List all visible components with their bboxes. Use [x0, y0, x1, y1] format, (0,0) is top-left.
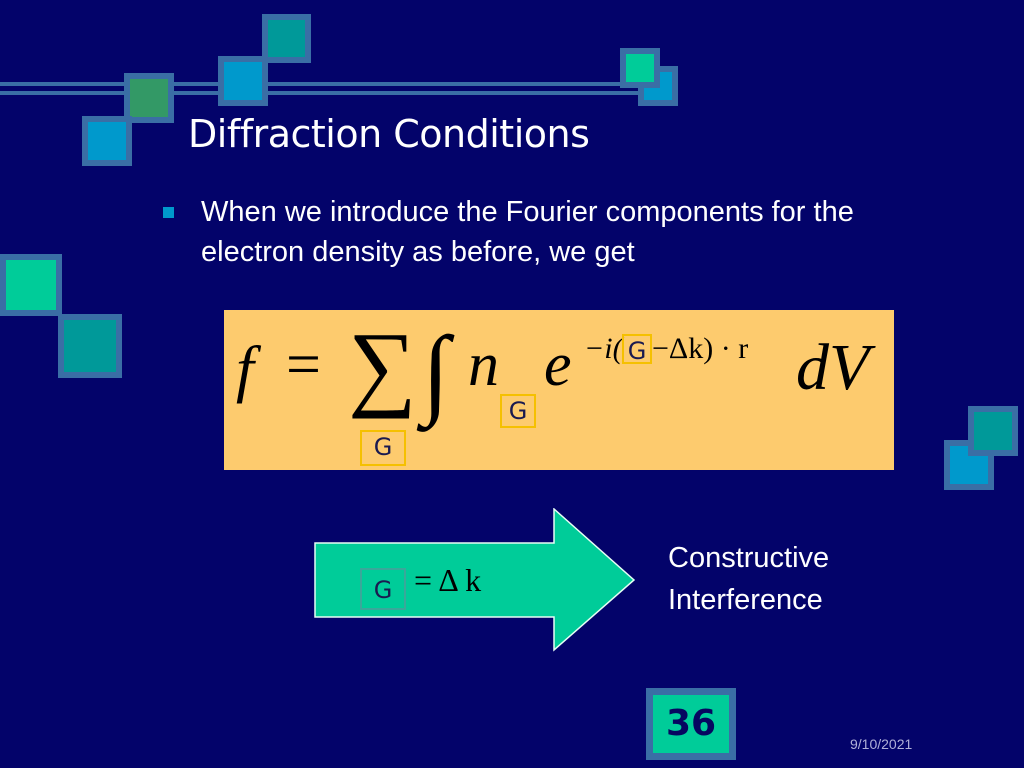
bullet-text: When we introduce the Fourier components…	[201, 196, 854, 268]
formula-equals: =	[286, 331, 321, 399]
decor-square	[218, 56, 268, 106]
page-number: 36	[646, 688, 736, 760]
decor-square	[262, 14, 311, 63]
arrow-shape	[314, 508, 636, 652]
decor-square	[82, 116, 132, 166]
slide-date: 9/10/2021	[850, 736, 913, 752]
formula-box: f = ∑ G ∫ n G e −i( G −Δk) · r dV	[224, 310, 894, 470]
formula-integral: ∫	[422, 316, 450, 427]
decor-line	[0, 82, 650, 86]
condition-G: G	[360, 568, 406, 610]
decor-square	[0, 254, 62, 316]
bullet-marker	[163, 207, 174, 218]
slide-title: Diffraction Conditions	[188, 112, 590, 156]
formula-n: n	[468, 331, 499, 399]
decor-square	[58, 314, 122, 378]
condition-rhs: = Δ k	[414, 562, 482, 598]
exponent-G: G	[622, 334, 652, 365]
exponent-rest: −Δk) · r	[652, 332, 749, 365]
result-text: Constructive Interference	[668, 537, 829, 621]
result-line-1: Constructive	[668, 542, 830, 574]
exponent-prefix: −i(	[584, 332, 623, 365]
formula-f: f	[236, 333, 254, 404]
formula-e: e	[544, 331, 572, 399]
formula-dV: dV	[796, 331, 870, 404]
sum-index-G: G	[360, 430, 406, 466]
decor-square	[124, 73, 174, 123]
formula-sum: ∑	[348, 312, 417, 419]
decor-square	[620, 48, 660, 88]
result-line-2: Interference	[668, 584, 823, 616]
decor-line	[0, 91, 650, 95]
n-index-G: G	[500, 394, 536, 428]
decor-square	[968, 406, 1018, 456]
